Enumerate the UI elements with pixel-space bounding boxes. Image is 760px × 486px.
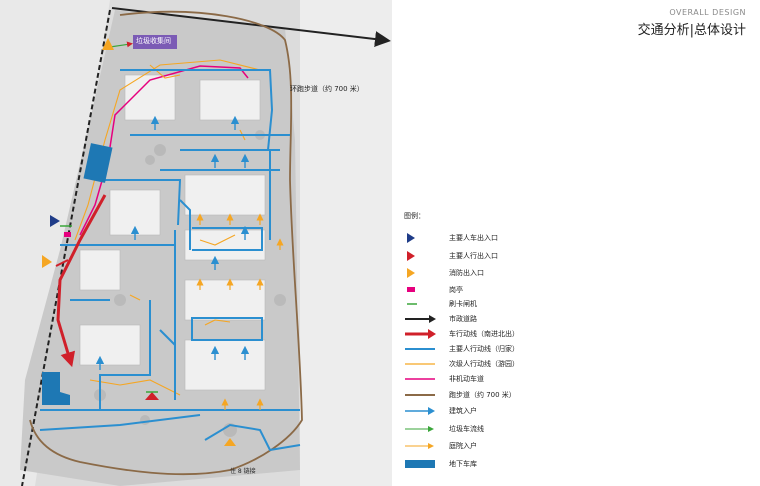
blue-bar-icon xyxy=(405,460,435,468)
legend-item: 建筑入户 xyxy=(404,405,604,417)
orange-arrow-icon xyxy=(405,443,434,449)
legend-item: 垃圾车流线 xyxy=(404,423,604,435)
legend-item: 非机动车道 xyxy=(404,373,604,385)
legend-item: 车行动线（南进北出） xyxy=(404,328,604,340)
red-triangle-icon xyxy=(407,251,415,261)
site-plan-map xyxy=(0,0,392,486)
legend-item: 消防出入口 xyxy=(404,267,604,279)
orange-triangle-icon xyxy=(407,268,415,278)
blue-line-icon xyxy=(405,348,435,350)
orange-line-icon xyxy=(405,363,435,365)
garbage-station-label: 垃圾收集间 xyxy=(136,37,171,45)
legend-title: 图例： xyxy=(404,212,425,220)
legend-item: 跑步道（约 700 米） xyxy=(404,389,604,401)
loop-walkway-label: 环跑步道（约 700 米） xyxy=(290,85,364,93)
legend-item: 主要人行动线（归家） xyxy=(404,343,604,355)
legend-item: 岗亭 xyxy=(404,284,604,296)
brown-line-icon xyxy=(405,394,435,396)
red-arrow-icon xyxy=(405,329,436,339)
header-subtitle: OVERALL DESIGN xyxy=(669,8,746,17)
legend-item: 次级人行动线（游园） xyxy=(404,358,604,370)
green-arrow-icon xyxy=(405,426,434,432)
black-arrow-icon xyxy=(405,315,436,323)
legend-item: 主要人车出入口 xyxy=(404,232,604,244)
legend-item: 市政道路 xyxy=(404,313,604,325)
legend-item: 刷卡闸机 xyxy=(404,298,604,310)
legend-item: 地下车库 xyxy=(404,458,604,470)
magenta-block-icon xyxy=(407,287,415,292)
legend-item: 庭院入户 xyxy=(404,440,604,452)
green-dash-icon xyxy=(407,303,417,305)
navy-triangle-icon xyxy=(407,233,415,243)
magenta-line-icon xyxy=(405,378,435,380)
page-title: 交通分析|总体设计 xyxy=(637,23,746,38)
bottom-map-label: 住 8 链接 xyxy=(230,468,256,475)
blue-arrow-icon xyxy=(405,407,435,415)
legend-item: 主要人行出入口 xyxy=(404,250,604,262)
